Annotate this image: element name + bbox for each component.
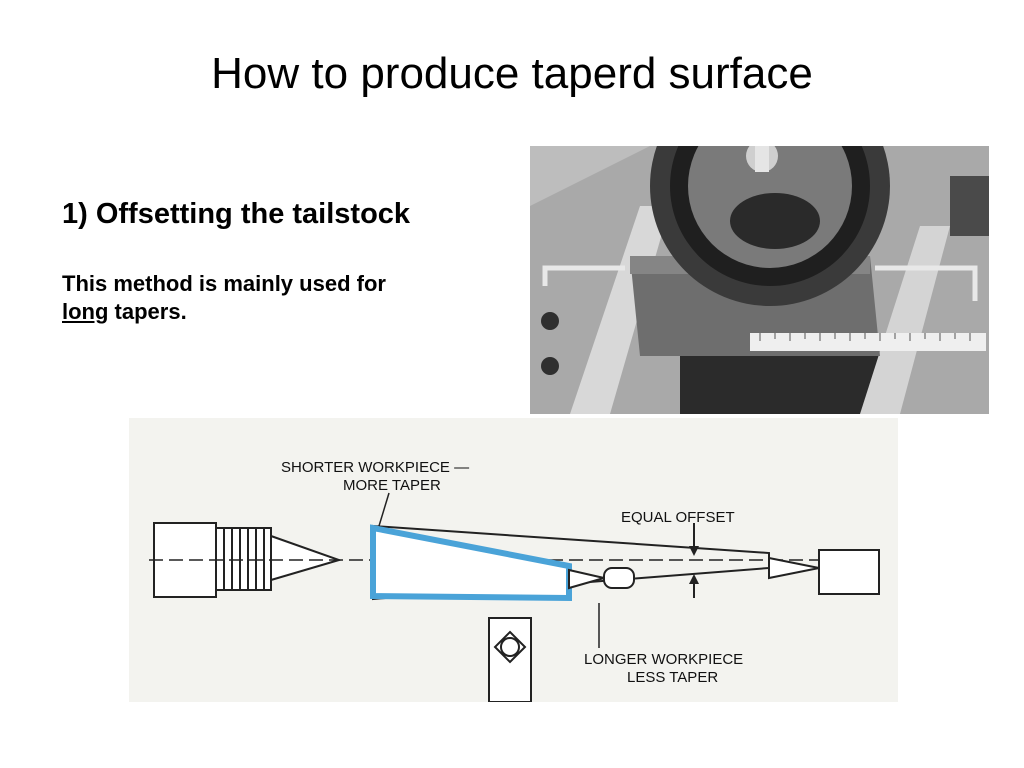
tailstock-spindle — [818, 549, 880, 595]
headstock-spindle — [153, 522, 217, 598]
tailstock-photo-image — [530, 146, 989, 414]
description-suffix: tapers. — [108, 299, 187, 324]
dead-center — [768, 556, 820, 580]
label-equal-offset: EQUAL OFFSET — [621, 509, 735, 526]
shorter-workpiece — [370, 524, 572, 602]
method-heading: 1) Offsetting the tailstock — [62, 198, 411, 230]
taper-diagram: SHORTER WORKPIECE — MORE TAPER EQUAL OFF… — [129, 418, 898, 702]
slide-title: How to produce taperd surface — [211, 49, 813, 98]
label-shorter-line1: SHORTER WORKPIECE — — [281, 459, 469, 476]
label-longer-line1: LONGER WORKPIECE — [584, 651, 743, 668]
live-center — [270, 534, 343, 582]
description-prefix: This method is mainly used for — [62, 271, 386, 296]
taper-diagram-drawing: SHORTER WORKPIECE — MORE TAPER EQUAL OFF… — [129, 418, 898, 702]
label-shorter-line2: MORE TAPER — [343, 477, 441, 494]
tailstock-photo — [530, 146, 989, 414]
description-emphasis: long — [62, 299, 109, 324]
spindle-thread — [223, 528, 265, 590]
method-description: This method is mainly used for long tape… — [62, 270, 482, 326]
label-longer-line2: LESS TAPER — [627, 669, 718, 686]
